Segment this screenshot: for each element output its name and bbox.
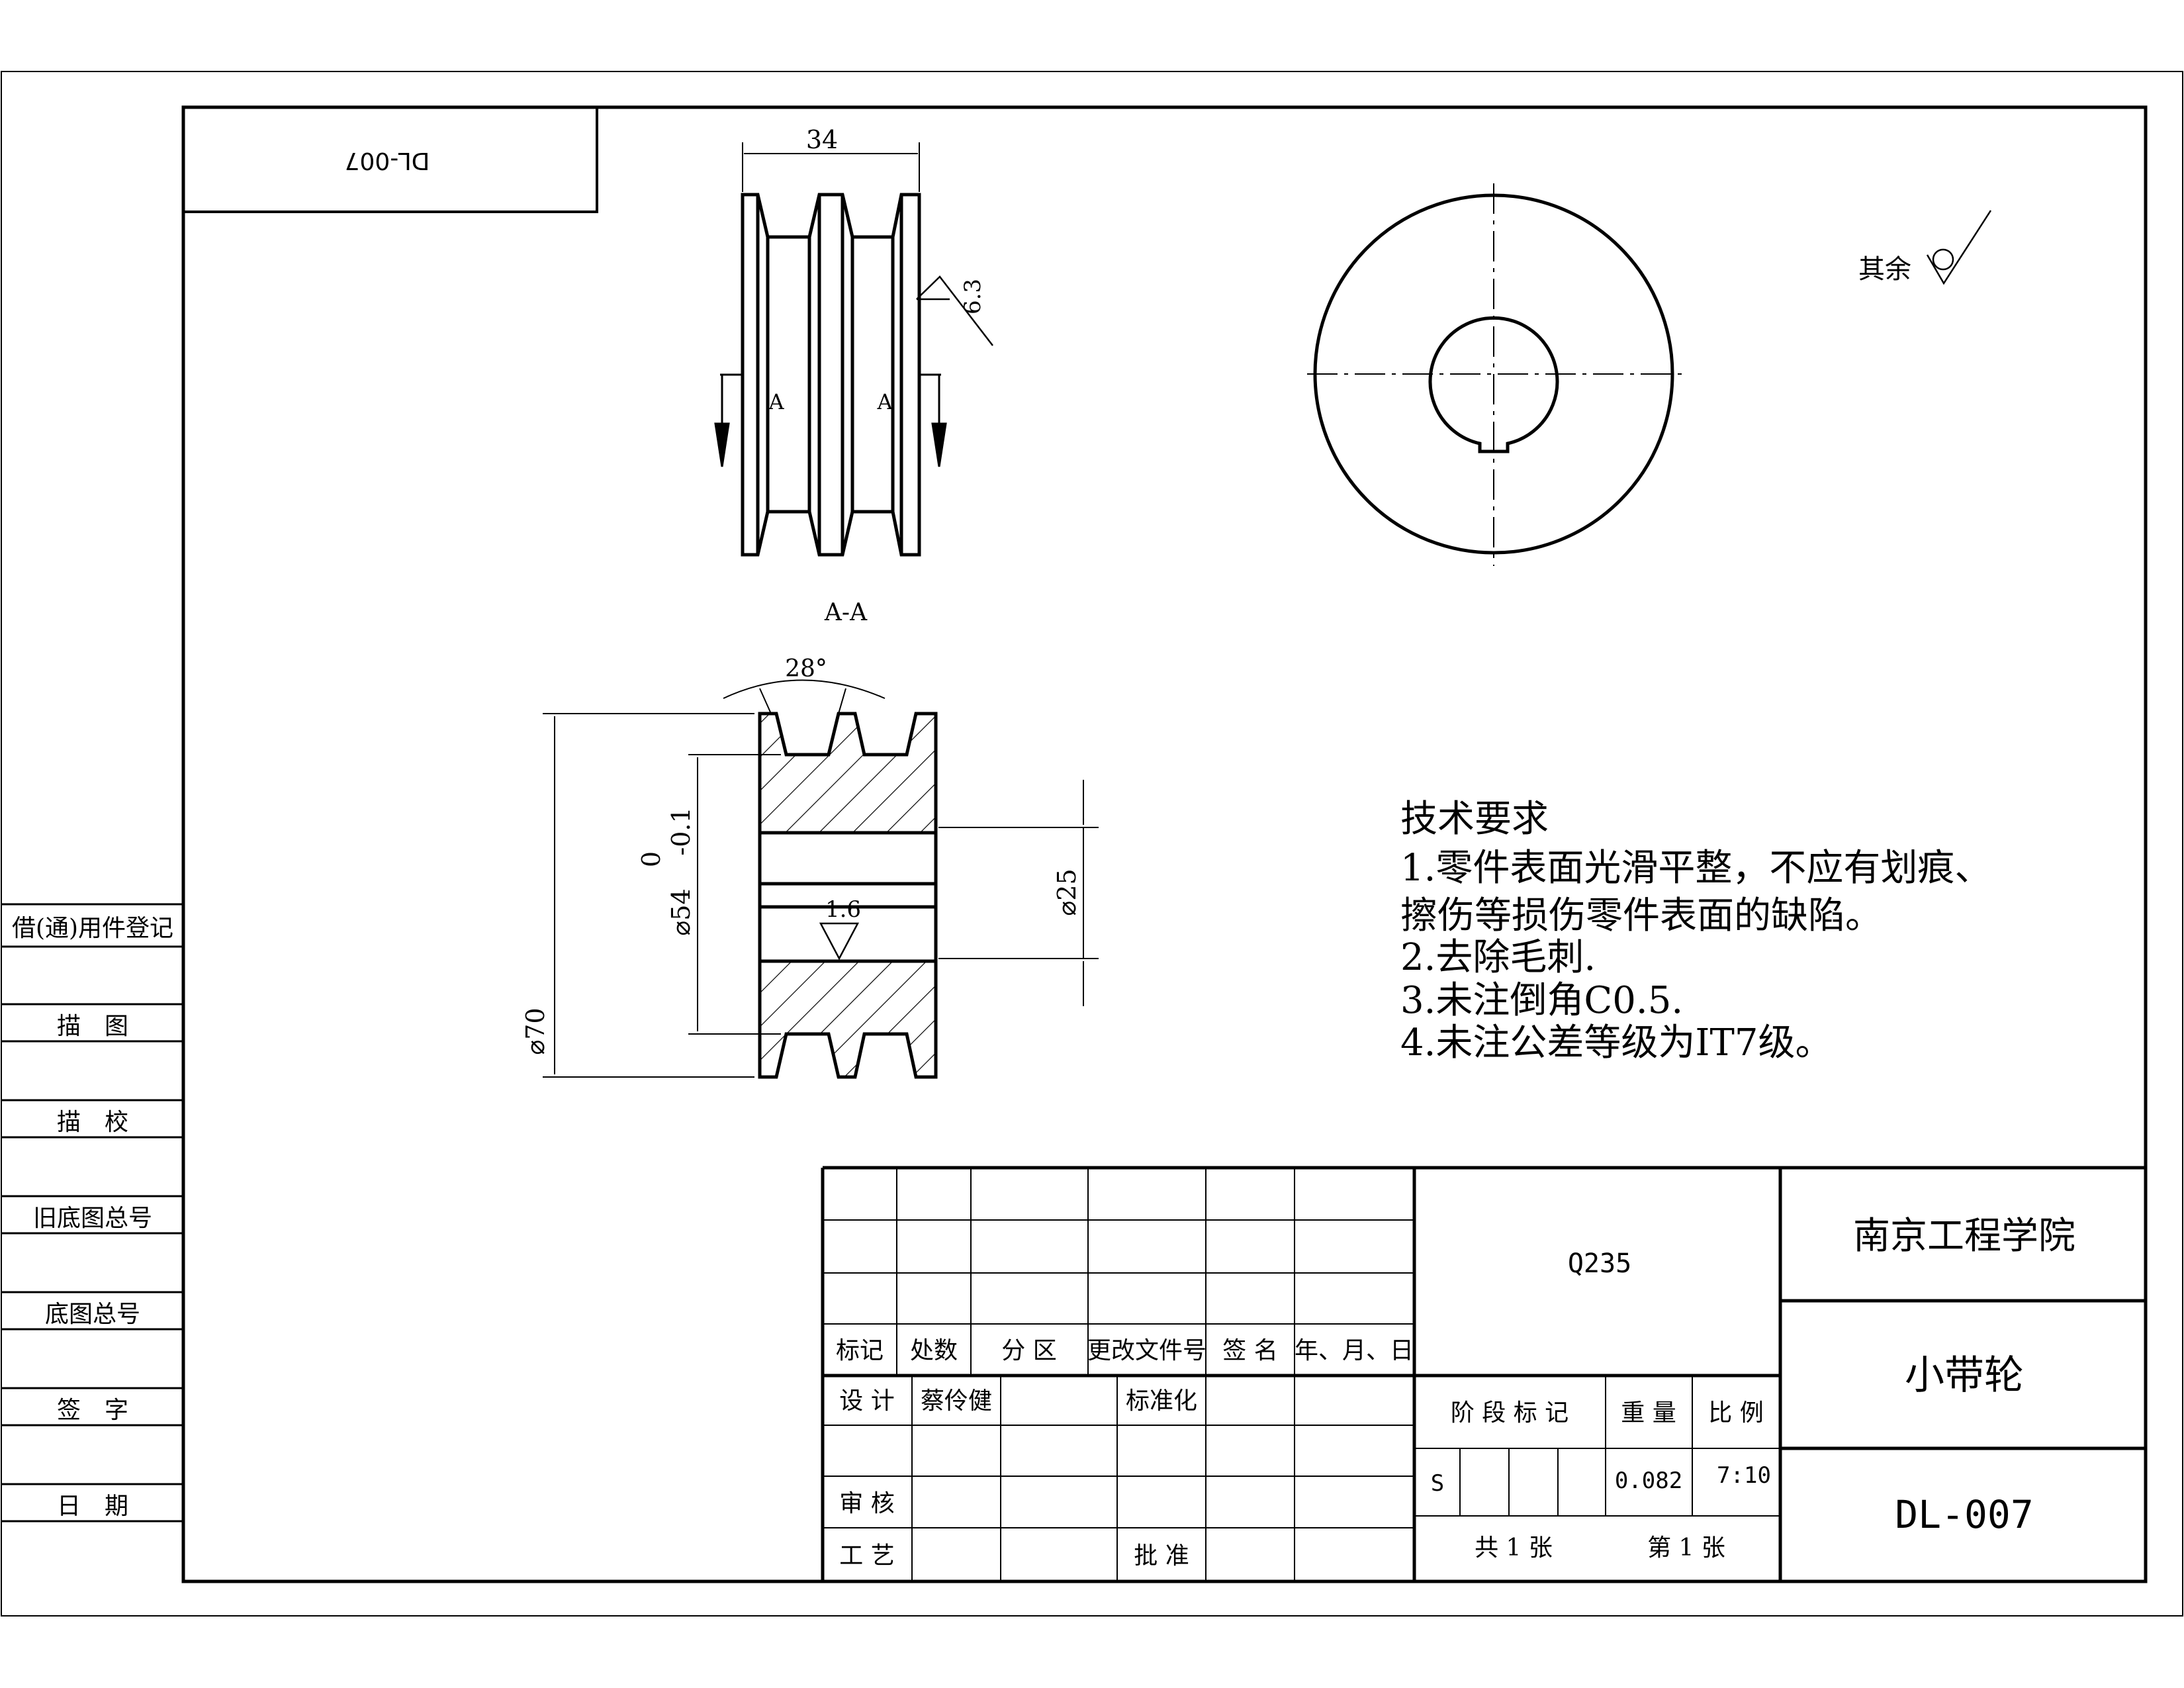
revision-headers: 标记 处数 分 区 更改文件号 签 名 年、月、日 xyxy=(836,1337,1414,1364)
rev-header-sign: 签 名 xyxy=(1222,1337,1277,1364)
code-stamp-text: DL-007 xyxy=(345,147,430,174)
scale-value: 7:10 xyxy=(1717,1462,1771,1489)
tech-req-line-2: 擦伤等损伤零件表面的缺陷。 xyxy=(1400,894,1882,937)
tech-req-line-1: 1.零件表面光滑平整，不应有划痕、 xyxy=(1400,847,1991,890)
process-label: 工 艺 xyxy=(839,1542,894,1570)
section-hatched-body xyxy=(758,712,938,1079)
tech-req-line-3: 2.去除毛刺. xyxy=(1400,936,1596,979)
approve-label: 批 准 xyxy=(1134,1542,1189,1570)
identity-block: 南京工程学院 小带轮 DL-007 xyxy=(1853,1215,2075,1537)
section-view-label: A-A xyxy=(824,599,868,626)
review-label: 审 核 xyxy=(839,1490,894,1517)
width-dimension xyxy=(742,142,920,192)
bore-diameter-dimension xyxy=(938,780,1099,1006)
scale-label: 比 例 xyxy=(1708,1399,1763,1427)
outer-diameter-dimension xyxy=(543,713,754,1078)
sheets-total: 共 1 张 xyxy=(1475,1534,1553,1562)
roughness-value-6-3: 6.3 xyxy=(960,279,986,314)
groove-diameter-tol-lower: -0.1 xyxy=(666,807,696,855)
outer-diameter-value: ⌀70 xyxy=(521,1008,550,1055)
weight-value: 0.082 xyxy=(1615,1468,1682,1494)
design-label: 设 计 xyxy=(839,1387,894,1415)
groove-diameter-value: ⌀54 xyxy=(666,888,696,935)
rev-header-zone: 分 区 xyxy=(1001,1337,1056,1364)
sheet-frames xyxy=(1,71,2183,1617)
stage-label: 阶 段 标 记 xyxy=(1451,1399,1569,1427)
standardization-label: 标准化 xyxy=(1126,1387,1197,1415)
register-label-old-base-no: 旧底图总号 xyxy=(33,1205,152,1232)
material-stage-block: Q235 阶 段 标 记 重 量 比 例 S 0.082 7:10 共 1 张 … xyxy=(1431,1248,1771,1562)
surface-roughness-symbol xyxy=(1926,210,1992,285)
tech-req-line-4: 3.未注倒角C0.5. xyxy=(1400,979,1683,1022)
section-cut-arrows xyxy=(714,373,947,467)
code-stamp-box: DL-007 xyxy=(182,106,598,213)
institution-name: 南京工程学院 xyxy=(1853,1215,2075,1258)
bore-diameter-value: ⌀25 xyxy=(1052,868,1081,915)
sheet-number: 第 1 张 xyxy=(1647,1534,1725,1562)
weight-label: 重 量 xyxy=(1621,1399,1676,1427)
title-block-grid xyxy=(821,1166,2146,1581)
roughness-symbol-6-3 xyxy=(916,275,993,346)
section-mark-left: A xyxy=(768,389,784,414)
surface-note-label: 其余 xyxy=(1858,254,1911,285)
stage-value: S xyxy=(1431,1470,1444,1497)
section-bore xyxy=(758,833,938,961)
rev-header-change-doc: 更改文件号 xyxy=(1087,1337,1206,1364)
side-register-labels: 借(通)用件登记 描 图 描 校 旧底图总号 底图总号 签 字 日 期 xyxy=(12,915,173,1520)
roughness-symbol-1-6 xyxy=(819,922,860,961)
register-label-base-no: 底图总号 xyxy=(45,1301,140,1328)
rev-header-date: 年、月、日 xyxy=(1295,1337,1414,1364)
pulley-profile-view xyxy=(741,193,921,557)
register-label-borrow: 借(通)用件登记 xyxy=(12,915,173,942)
drawing-number: DL-007 xyxy=(1895,1492,2034,1537)
groove-diameter-dimension xyxy=(688,754,781,1035)
signature-block: 设 计 蔡伶健 标准化 审 核 工 艺 批 准 xyxy=(839,1387,1197,1570)
roughness-value-1-6: 1.6 xyxy=(825,896,861,923)
rev-header-mark: 标记 xyxy=(836,1337,884,1364)
part-name: 小带轮 xyxy=(1905,1352,2024,1399)
width-dimension-value: 34 xyxy=(806,125,838,154)
designer-name: 蔡伶健 xyxy=(921,1387,992,1415)
register-label-trace-check: 描 校 xyxy=(57,1109,128,1136)
pulley-front-view xyxy=(1307,183,1684,566)
section-mark-right: A xyxy=(876,389,893,414)
groove-angle-dimension xyxy=(723,679,886,714)
tech-req-line-5: 4.未注公差等级为IT7级。 xyxy=(1400,1021,1833,1064)
technical-requirements: 技术要求 1.零件表面光滑平整，不应有划痕、 擦伤等损伤零件表面的缺陷。 2.去… xyxy=(1400,798,1991,1064)
groove-angle-value: 28° xyxy=(785,655,827,682)
side-register xyxy=(1,903,183,1523)
material-value: Q235 xyxy=(1568,1248,1631,1279)
register-label-date: 日 期 xyxy=(57,1493,128,1520)
rev-header-count: 处数 xyxy=(910,1337,958,1364)
groove-diameter-tol-upper: 0 xyxy=(637,851,666,867)
register-label-trace: 描 图 xyxy=(57,1013,128,1040)
register-label-signature: 签 字 xyxy=(57,1397,128,1424)
tech-req-title: 技术要求 xyxy=(1400,798,1549,841)
